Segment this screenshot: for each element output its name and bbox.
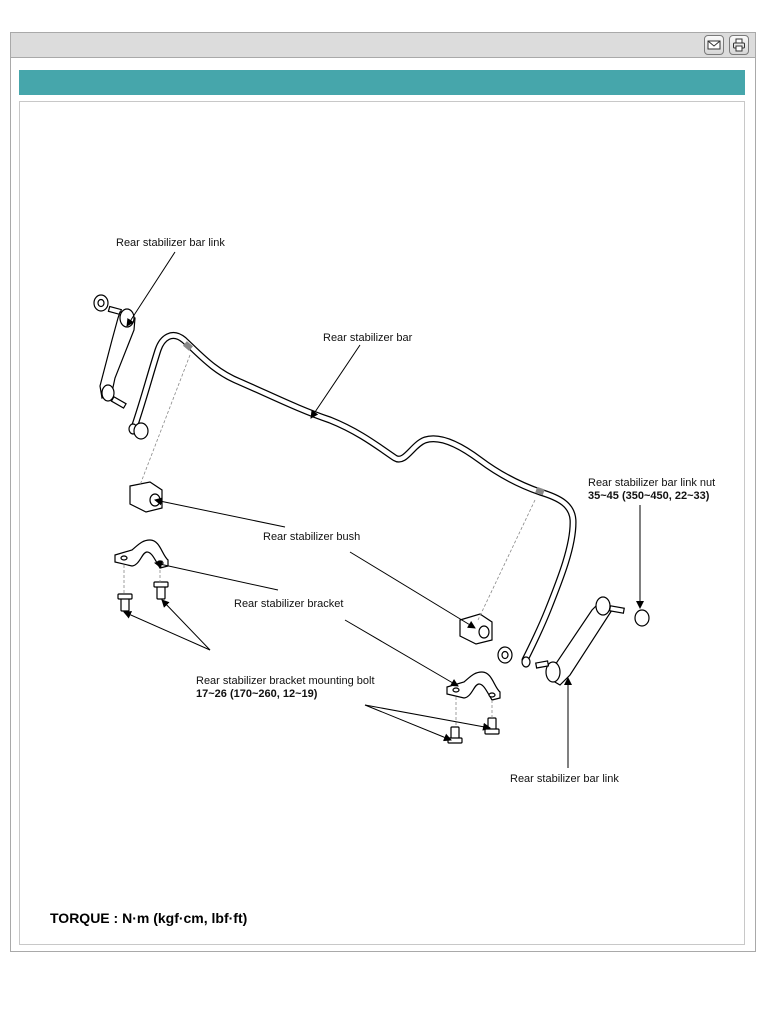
label-bolt-torque: 17~26 (170~260, 12~19) [196,688,318,700]
label-bracket: Rear stabilizer bracket [234,598,344,610]
label-link-nut-torque: 35~45 (350~450, 22~33) [588,490,710,502]
right-bracket [446,671,501,701]
right-stabilizer-link [497,596,650,686]
envelope-icon [707,40,721,50]
diagram-panel [19,101,745,945]
toolbar [10,32,756,58]
left-bush [129,481,163,513]
label-link-nut: Rear stabilizer bar link nut 35~45 (350~… [588,477,715,503]
label-bar: Rear stabilizer bar [323,332,413,344]
stabilizer-bar [128,332,577,668]
label-link-bottom: Rear stabilizer bar link [510,773,619,785]
label-bush: Rear stabilizer bush [263,531,361,543]
leader-lines [123,251,644,768]
label-link-nut-name: Rear stabilizer bar link nut [588,477,716,489]
print-button[interactable] [729,35,749,55]
email-button[interactable] [704,35,724,55]
section-title-bar [19,70,745,95]
label-link-top: Rear stabilizer bar link [116,237,225,249]
torque-unit-note: TORQUE : N·m (kgf·cm, lbf·ft) [50,910,248,926]
printer-icon [733,38,745,52]
label-bolt-name: Rear stabilizer bracket mounting bolt [196,675,375,687]
label-bolt: Rear stabilizer bracket mounting bolt 17… [196,675,375,701]
right-bush [459,613,493,645]
